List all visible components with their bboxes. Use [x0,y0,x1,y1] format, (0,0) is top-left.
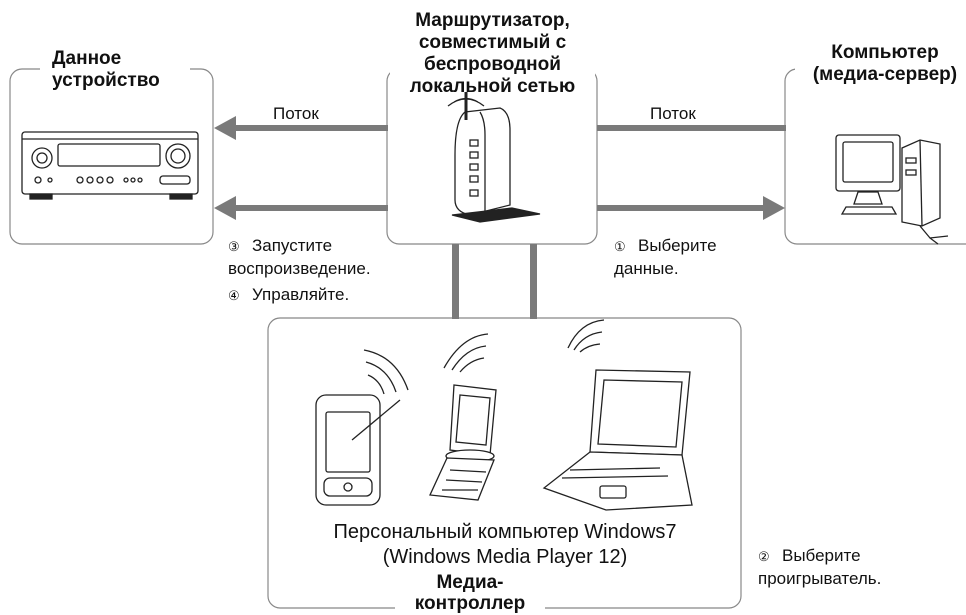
computer-label: Компьютер (медиа-сервер) [812,42,958,85]
step-2-number: ② [758,550,770,565]
controller-label: Медиа-контроллер [414,572,526,614]
arrow-head-left-top [214,116,236,140]
flip-phone-illustration [429,333,497,501]
step-4: ④ Управляйте. [228,284,349,307]
connector-left [452,244,459,319]
step-4-number: ④ [228,289,240,304]
av-receiver-illustration [21,131,199,200]
flow-arrows [214,116,786,319]
flow-label-right: Поток [650,104,696,123]
control-line-left [228,205,388,211]
laptop-illustration [542,319,693,511]
step-4-text: Управляйте. [252,285,350,304]
step-1-number: ① [614,240,626,255]
stream-line-left [228,125,388,131]
controller-caption-line1: Персональный компьютер Windows7 [333,521,677,543]
device-label: Данное устройство [52,48,160,91]
router-illustration [447,92,541,223]
arrow-head-left-bottom [214,196,236,220]
controller-caption-line2: (Windows Media Player 12) [382,546,628,568]
computer-illustration [835,134,949,245]
flow-label-left: Поток [273,104,319,123]
arrow-head-right-bottom [763,196,785,220]
router-label: Маршрутизатор, совместимый с беспроводно… [409,10,576,97]
step-2-text: Выберите проигрыватель. [758,546,882,588]
step-3-number: ③ [228,240,240,255]
step-3-text: Запустите воспроизведение. [228,236,371,278]
select-line-right [597,205,770,211]
stream-line-right [597,125,786,131]
connector-right [530,244,537,319]
step-1-text: Выберите данные. [614,236,717,278]
pda-illustration [315,349,409,506]
